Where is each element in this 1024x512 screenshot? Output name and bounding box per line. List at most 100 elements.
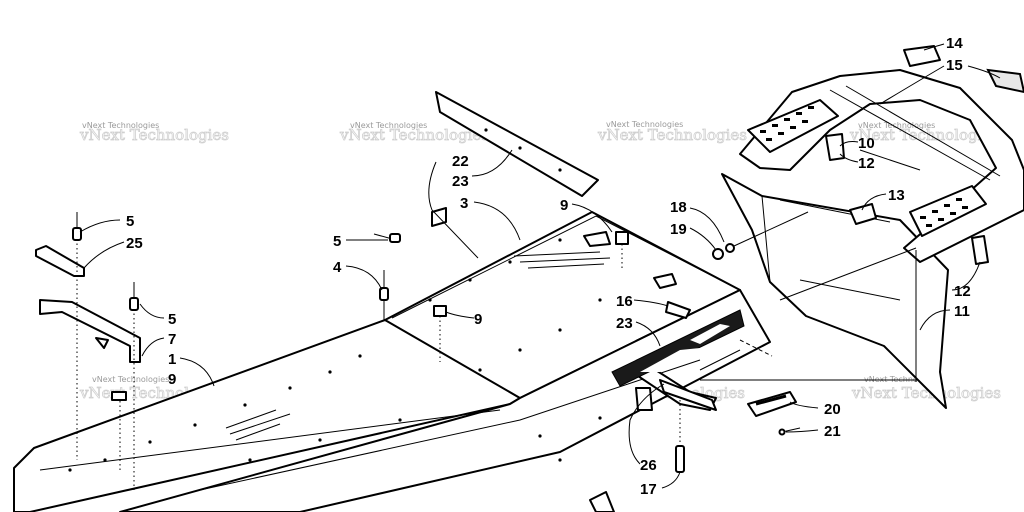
callout-11: 11 [954,303,970,320]
heat-shield-edge [435,91,441,113]
guide-line [739,339,773,357]
rivet-hole [318,438,322,442]
step-pad-studs [760,106,968,227]
leader-5a [79,219,121,233]
bolt-16 [665,301,691,319]
callout-12: 12 [858,155,875,172]
leader-1 [179,357,215,387]
callout-3: 3 [460,195,468,212]
callout-12: 12 [954,283,971,300]
guide-line [859,149,921,171]
rivet-hole [478,368,482,372]
leader-15a [879,65,945,105]
callout-leaders [79,43,1001,489]
callout-1: 1 [168,351,176,368]
hatch-line [527,263,605,269]
leader-16b [661,471,681,489]
leader-16a [633,299,669,307]
watermark-outline: vNext Technologies [79,126,229,144]
screw-20-head [778,428,786,436]
watermark: vNext Technologies [82,121,159,130]
callout-9: 9 [168,371,176,388]
rivet-hole [428,298,432,302]
bracket-7-notch [95,337,109,349]
rivet-hole [558,328,562,332]
callout-16: 16 [616,293,633,310]
guide-line [779,247,917,301]
stud [796,112,802,115]
grommet [653,273,677,289]
rivet-hole [248,458,252,462]
rivet-hole [68,468,72,472]
push-pin-5 [129,297,139,311]
leader-13 [861,193,887,211]
callout-5: 5 [333,233,341,250]
mount-hole [558,168,562,172]
taillight-assembly [747,391,801,436]
plug-9 [111,391,127,401]
mount-hole [484,128,488,132]
callout-19: 20 [824,401,841,418]
rivet-hole [598,298,602,302]
taillight-lens-19 [747,391,797,417]
deck-edge-line [391,215,737,319]
deck-fasteners [373,231,691,473]
stud [932,210,938,213]
stud [956,198,962,201]
rivet-hole [468,278,472,282]
hatch-line [519,257,611,263]
stud [802,120,808,123]
stud [790,126,796,129]
callout-16: 17 [640,481,657,498]
left-bracket-group [35,212,141,490]
callout-5: 5 [168,311,176,328]
rivet-hole [398,418,402,422]
mount-hole [518,146,522,150]
grab-handle-rail [829,89,991,181]
leader-9a [571,203,613,233]
rivet-hole [243,403,247,407]
leader-22 [471,149,513,177]
tunnel-edge-line [39,409,501,471]
leader-10 [839,141,859,147]
plug-9 [433,305,447,317]
callout-22: 23 [452,173,469,190]
callout-21: 22 [452,153,469,170]
stud [938,218,944,221]
hatch-line [235,423,281,441]
watermark-outline: vNext Technologies [851,384,1001,402]
watermark: vNext Technologies [92,375,169,384]
stud [784,118,790,121]
rivet-hole [558,458,562,462]
callout-17: 18 [670,199,687,216]
leader-11 [919,309,951,331]
callout-15: 15 [946,57,963,74]
stud [920,216,926,219]
leader-3 [473,201,521,241]
leader-12b [951,261,981,291]
callout-7: 7 [168,331,176,348]
stud [760,130,766,133]
push-pin-4 [379,287,389,301]
watermark: vNext Technologies [606,120,683,129]
leader-5b [139,303,165,319]
rivet-hole [558,238,562,242]
rear-bumper-bar [659,379,717,411]
stud [766,138,772,141]
leader-26 [628,383,665,465]
callout-23: 23 [616,315,633,332]
rivet-hole [193,423,197,427]
bracket-25 [35,245,85,277]
stud [944,204,950,207]
rear-grab-handle [712,45,1024,265]
stud [926,224,932,227]
tunnel-panel [13,211,771,512]
leader-12a [839,153,859,163]
stud [950,212,956,215]
rivet-hole [358,354,362,358]
rear-cowl-crease [799,279,901,301]
tunnel-rear-edge [699,349,741,371]
callout-25: 25 [126,235,143,252]
